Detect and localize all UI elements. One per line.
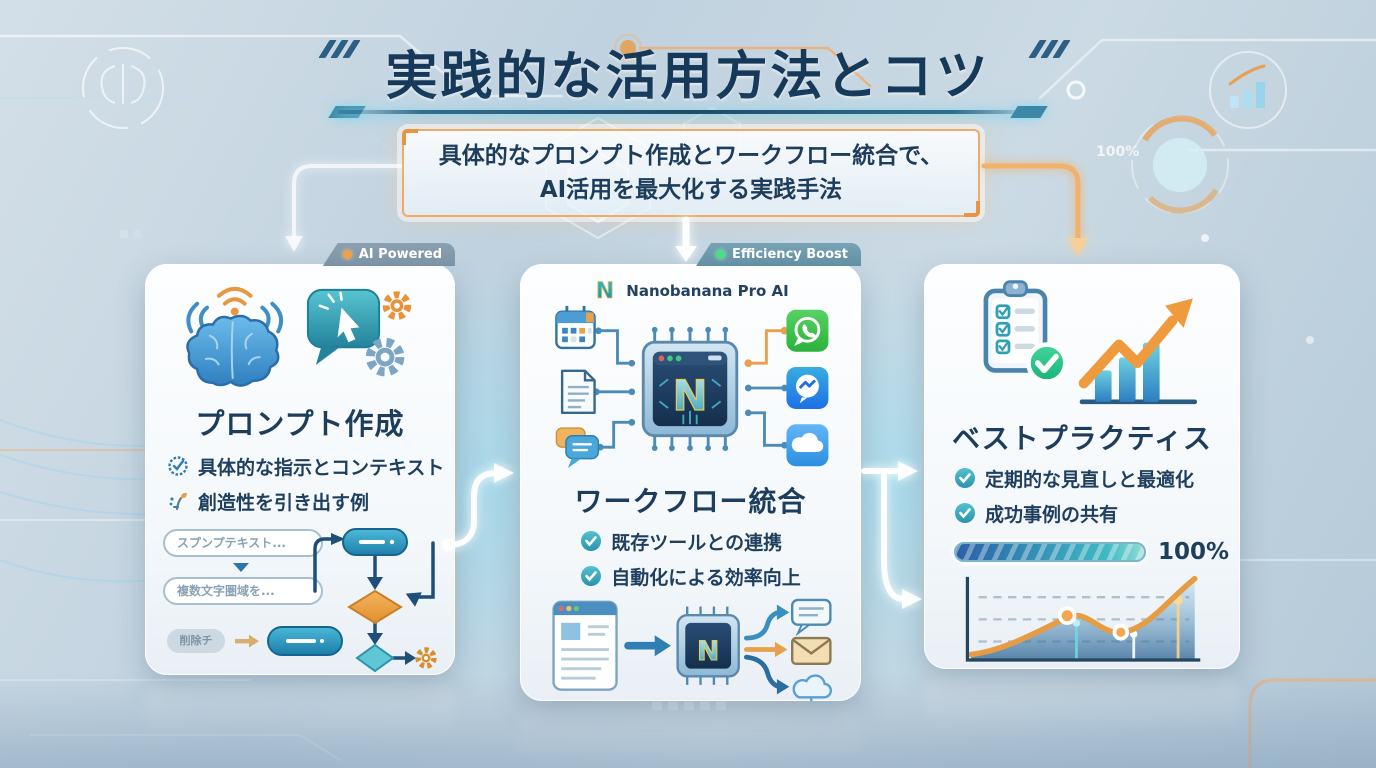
document-icon bbox=[560, 369, 596, 415]
integration-diagram: N bbox=[555, 305, 829, 469]
check-circle-icon bbox=[955, 468, 975, 489]
chart-circle-icon bbox=[1209, 51, 1287, 129]
output-arrows bbox=[743, 609, 781, 690]
card-workflow-title: ワークフロー統合 bbox=[574, 484, 807, 518]
subtitle-box: 具体的なプロンプト作成とワークフロー統合で、 AI活用を最大化する実践手法 bbox=[402, 129, 980, 217]
glow-lines bbox=[1072, 595, 1183, 660]
orange-node-dot bbox=[620, 40, 636, 56]
bullet-item: 創造性を引き出す例 bbox=[167, 488, 444, 515]
wifi-icon bbox=[216, 286, 253, 316]
card-best-title: ベストプラクティス bbox=[952, 421, 1212, 455]
data-point bbox=[1112, 623, 1130, 641]
svg-text:N: N bbox=[596, 279, 614, 304]
check-circle-icon bbox=[955, 503, 975, 524]
gear-large-icon bbox=[365, 337, 405, 377]
bullet-item: 成功事例の共有 bbox=[954, 500, 1194, 527]
mock-input-2: 複数文字圏域を... bbox=[163, 576, 323, 605]
corner-accent bbox=[964, 201, 980, 217]
gear-mini-icon bbox=[415, 646, 437, 669]
gauge-decor-icon: 100% bbox=[1096, 115, 1229, 214]
chat-bubbles-icon bbox=[555, 427, 600, 469]
connector-orange bbox=[748, 329, 785, 365]
subtitle-line1: 具体的なプロンプト作成とワークフロー統合で、 bbox=[438, 142, 944, 169]
ai-chip-icon: N bbox=[641, 326, 739, 451]
scallop-check-icon bbox=[168, 456, 188, 476]
ai-chip-small-icon: N bbox=[675, 606, 740, 685]
checklist-clipboard-icon bbox=[983, 280, 1068, 384]
trend-line-chart bbox=[965, 575, 1201, 662]
gauge-percent-text: 100% bbox=[1096, 144, 1139, 160]
calendar-icon bbox=[555, 305, 596, 350]
card-reflection bbox=[924, 676, 1240, 734]
bullet-item: 具体的な指示とコンテキスト bbox=[167, 453, 444, 480]
messenger-icon bbox=[786, 366, 829, 409]
badge-label: AI Powered bbox=[358, 247, 442, 262]
cloud-icon bbox=[786, 424, 829, 467]
brain-folds bbox=[204, 321, 261, 379]
progress-label: 100% bbox=[1158, 538, 1230, 565]
subtitle-line2: AI活用を最大化する実践手法 bbox=[539, 177, 843, 203]
mock-button bbox=[267, 625, 343, 656]
bullet-item: 定期的な見直しと最適化 bbox=[954, 465, 1194, 492]
badge-dot bbox=[715, 250, 725, 259]
browser-window-icon bbox=[551, 600, 618, 691]
email-icon bbox=[790, 636, 832, 665]
trend-curve bbox=[968, 575, 1198, 657]
prompt-ui-mockup: スプンプテキスト... 複数文字圏域を... 削除チ bbox=[163, 527, 437, 675]
down-triangle-icon bbox=[233, 562, 249, 572]
page-title: 実践的な活用方法とコツ bbox=[385, 47, 991, 107]
progress-row: 100% bbox=[924, 539, 1229, 565]
badge-label: Efficiency Boost bbox=[731, 247, 848, 262]
best-practice-icons bbox=[983, 280, 1198, 405]
bullet-item: 自動化による効率向上 bbox=[580, 563, 801, 590]
title-slash-decor-right bbox=[1028, 40, 1071, 58]
connector-lines bbox=[596, 329, 785, 449]
card-workflow-integration: Efficiency Boost N Nanobanana Pro AI bbox=[520, 243, 861, 701]
card-prompt-title: プロンプト作成 bbox=[195, 406, 405, 441]
card-reflection bbox=[520, 706, 861, 764]
click-bubble-icon bbox=[306, 288, 381, 366]
check-circle-icon bbox=[581, 566, 602, 587]
data-point bbox=[1057, 606, 1077, 625]
mock-input-1: スプンプテキスト... bbox=[163, 528, 323, 557]
automation-flow: N bbox=[551, 598, 832, 701]
brand-row: N Nanobanana Pro AI bbox=[592, 278, 789, 304]
efficiency-boost-badge: Efficiency Boost bbox=[695, 243, 861, 266]
card-reflection bbox=[145, 682, 455, 740]
card-prompt-creation: AI Powered bbox=[145, 243, 455, 675]
corner-accent bbox=[402, 129, 418, 145]
cloud-output-icon bbox=[792, 674, 832, 701]
gear-small-icon bbox=[382, 291, 412, 321]
check-circle-icon bbox=[581, 531, 602, 552]
progress-fill bbox=[956, 543, 1144, 560]
nanobanana-logo-icon: N bbox=[596, 279, 615, 304]
prompt-icons bbox=[186, 286, 412, 387]
brand-name: Nanobanana Pro AI bbox=[626, 282, 789, 300]
chat-output-icon bbox=[790, 598, 832, 637]
bullet-item: 既存ツールとの連携 bbox=[580, 528, 800, 555]
growth-chart-icon bbox=[1078, 298, 1198, 405]
ai-powered-badge: AI Powered bbox=[322, 243, 455, 266]
svg-text:N: N bbox=[696, 636, 718, 667]
whatsapp-icon bbox=[786, 309, 829, 352]
card-best-practices: ベストプラクティス 定期的な見直しと最適化 成功事例の共有 bbox=[924, 264, 1240, 669]
title-slash-decor-left bbox=[318, 40, 361, 58]
mini-flowchart bbox=[313, 527, 437, 672]
sprout-icon bbox=[169, 493, 187, 511]
flow-node-small bbox=[355, 643, 395, 672]
arrow-right-icon bbox=[235, 634, 259, 648]
flow-node-decision bbox=[347, 589, 403, 624]
brain-icon bbox=[186, 314, 280, 387]
title-underline bbox=[328, 106, 1048, 118]
axes bbox=[965, 576, 1201, 662]
badge-dot bbox=[342, 250, 352, 259]
mock-chip: 削除チ bbox=[167, 628, 225, 653]
svg-text:N: N bbox=[672, 371, 707, 420]
progress-bar bbox=[954, 541, 1146, 562]
brain-circuit-icon bbox=[82, 47, 164, 129]
